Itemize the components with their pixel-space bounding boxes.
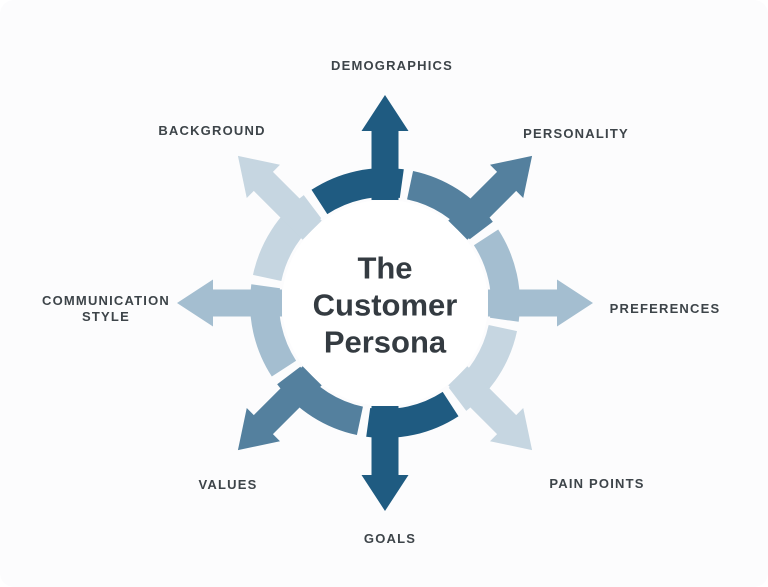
label-preferences: PREFERENCES — [609, 300, 721, 316]
arrow-ring — [177, 95, 593, 511]
arrow-communication-style — [177, 279, 297, 377]
label-personality: PERSONALITY — [523, 125, 629, 141]
center-title: The Customer Persona — [312, 250, 458, 360]
arrow-preferences — [473, 229, 593, 327]
arrow-goals — [361, 391, 459, 511]
arrow-shaft-pain-points — [448, 366, 533, 451]
center-circle — [282, 200, 488, 406]
arrow-shaft-background — [237, 155, 322, 240]
label-goals: GOALS — [363, 530, 417, 546]
arrow-shaft-values — [237, 366, 322, 451]
arrow-shaft-preferences — [488, 279, 593, 327]
label-communication-style: COMMUNICATION STYLE — [41, 292, 170, 324]
arrow-pain-points — [448, 325, 533, 451]
arrow-shaft-goals — [361, 406, 409, 511]
arrow-shaft-demographics — [361, 95, 409, 200]
arrow-shaft-personality — [448, 155, 533, 240]
arrow-personality — [407, 155, 533, 240]
label-values: VALUES — [198, 476, 258, 492]
label-demographics: DEMOGRAPHICS — [330, 57, 454, 73]
arrow-shaft-communication-style — [177, 279, 282, 327]
arrow-values — [237, 366, 363, 451]
label-pain-points: PAIN POINTS — [549, 475, 645, 491]
arrow-demographics — [311, 95, 409, 215]
label-background: BACKGROUND — [158, 122, 266, 138]
arrow-background — [237, 155, 322, 281]
